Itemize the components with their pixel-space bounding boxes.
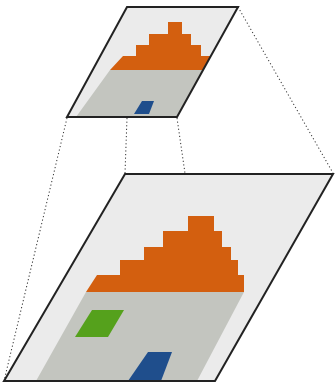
top-door: [134, 101, 154, 114]
guide-right-corner: [237, 6, 334, 174]
bottom-panel: [2, 173, 335, 382]
top-roof: [110, 22, 216, 70]
bottom-window: [75, 310, 124, 337]
guide-door-right: [176, 117, 216, 382]
projection-guides: [3, 6, 334, 382]
bottom-building-body: [36, 292, 244, 381]
bottom-panel-outline: [2, 173, 335, 382]
top-panel-outline: [65, 6, 240, 118]
bottom-roof: [86, 216, 244, 292]
guide-door-left: [124, 117, 128, 174]
top-building-body: [76, 70, 216, 117]
bottom-door: [128, 352, 172, 381]
top-panel: [65, 6, 240, 118]
